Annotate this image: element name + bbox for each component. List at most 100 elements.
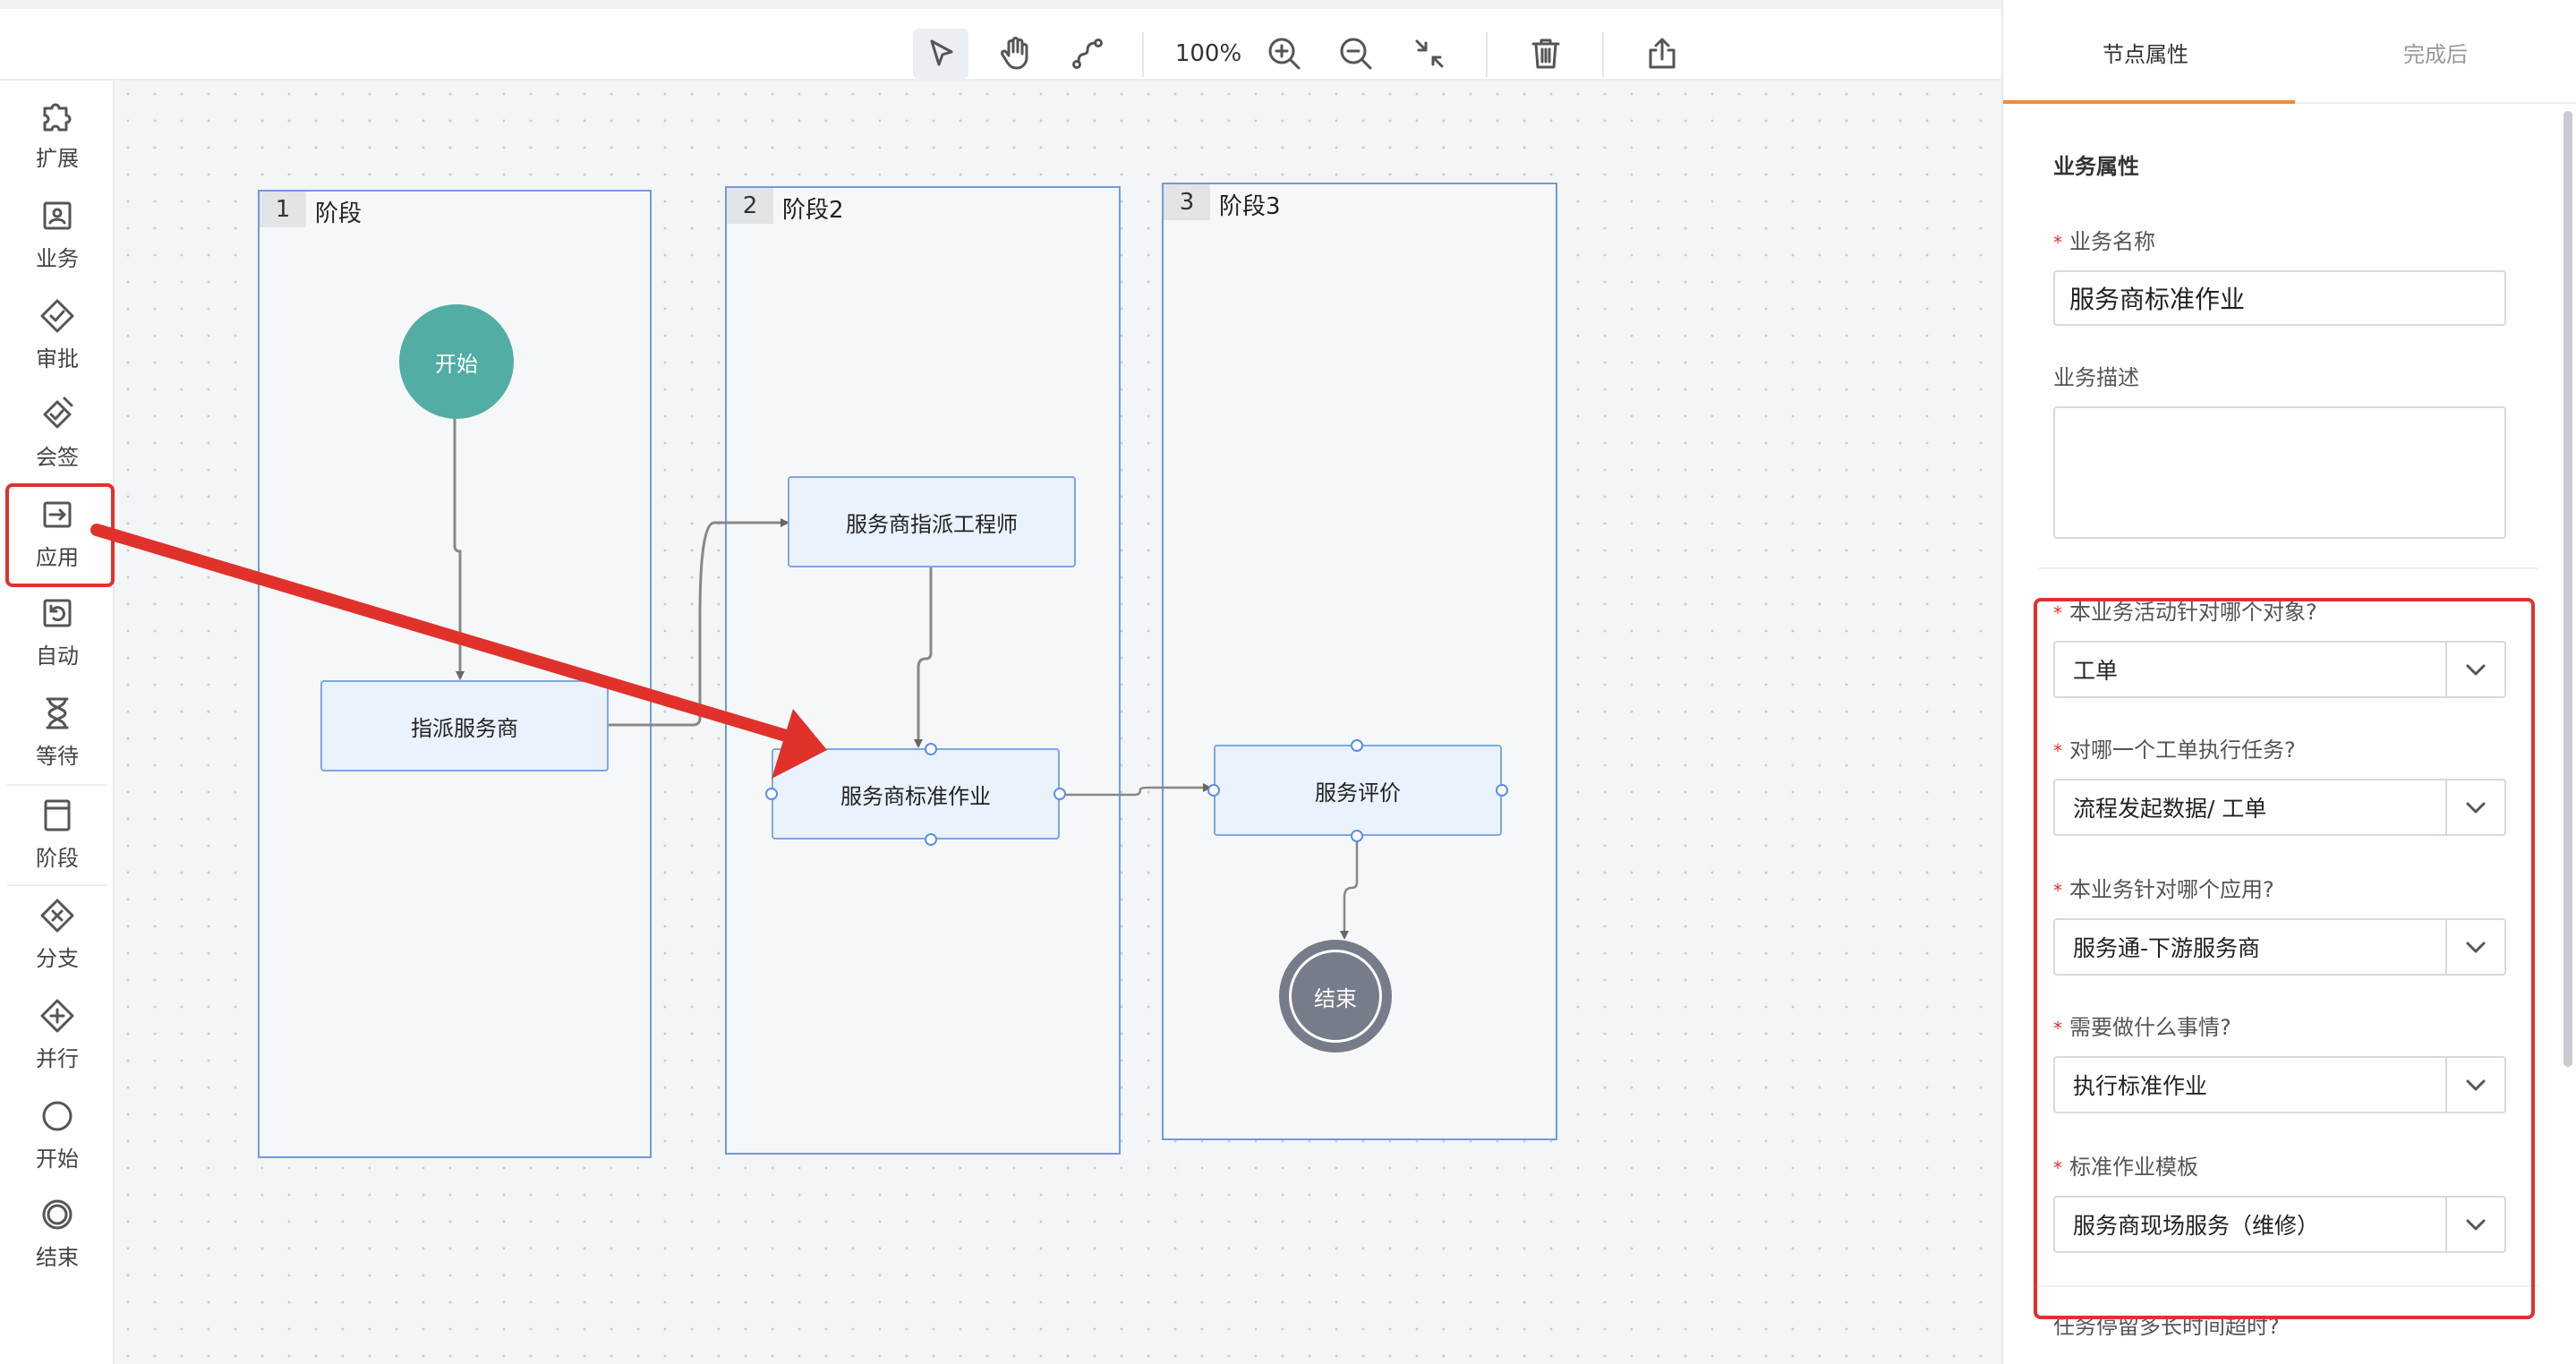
section-divider bbox=[2039, 1285, 2538, 1287]
zoom-in-button[interactable] bbox=[1257, 29, 1312, 79]
palette-item-approval[interactable]: 审批 bbox=[0, 285, 115, 383]
delete-button[interactable] bbox=[1518, 29, 1574, 79]
tab-after-completion[interactable]: 完成后 bbox=[2403, 41, 2468, 67]
connection-handle-bottom[interactable] bbox=[1351, 830, 1363, 842]
connection-handle-right[interactable] bbox=[1496, 784, 1508, 797]
flow-canvas[interactable]: 1 阶段 2 阶段2 3 阶段3 开始 指派服务商 服务商指派工程师 服务商标准… bbox=[115, 81, 2001, 1364]
panel-scrollbar-thumb[interactable] bbox=[2563, 111, 2572, 1067]
palette-label: 扩展 bbox=[36, 145, 79, 171]
palette-item-wait[interactable]: 等待 bbox=[0, 682, 115, 780]
palette-item-countersign[interactable]: 会签 bbox=[0, 383, 115, 482]
connection-handle-top[interactable] bbox=[925, 743, 937, 755]
ticket-select[interactable]: 流程发起数据/ 工单 bbox=[2053, 779, 2506, 836]
select-tool-button[interactable] bbox=[913, 29, 968, 79]
palette-label: 结束 bbox=[36, 1244, 79, 1270]
target-object-select[interactable]: 工单 bbox=[2053, 641, 2506, 698]
diamond-check-icon bbox=[40, 299, 74, 332]
palette-item-stage[interactable]: 阶段 bbox=[0, 784, 115, 882]
top-toolbar: 100% bbox=[0, 0, 2001, 81]
start-event-node[interactable]: 开始 bbox=[399, 304, 514, 419]
palette-item-automatic[interactable]: 自动 bbox=[0, 582, 115, 680]
task-select[interactable]: 执行标准作业 bbox=[2053, 1056, 2506, 1113]
toolbar-divider bbox=[1142, 32, 1144, 77]
lane-title: 阶段3 bbox=[1219, 193, 1281, 220]
end-event-node[interactable]: 结束 bbox=[1279, 940, 1392, 1053]
cursor-arrow-icon bbox=[930, 39, 953, 66]
hourglass-icon bbox=[46, 697, 69, 729]
zoom-out-icon bbox=[1340, 38, 1372, 70]
properties-panel: 节点属性 完成后 业务属性 *业务名称 服务商标准作业 业务描述 *本业务活动针… bbox=[2001, 0, 2576, 1364]
field-label-application: *本业务针对哪个应用? bbox=[2053, 877, 2274, 902]
hand-icon bbox=[1001, 37, 1028, 70]
lane-title: 阶段 bbox=[315, 200, 363, 227]
required-marker: * bbox=[2053, 880, 2062, 901]
task-node-assign-engineer[interactable]: 服务商指派工程师 bbox=[788, 476, 1076, 567]
connection-handle-left[interactable] bbox=[765, 788, 778, 800]
tab-node-properties[interactable]: 节点属性 bbox=[2103, 41, 2188, 67]
palette-label: 会签 bbox=[36, 444, 79, 470]
field-label-task: *需要做什么事情? bbox=[2053, 1015, 2231, 1040]
toolbar-divider bbox=[1602, 32, 1604, 77]
lane-number: 3 bbox=[1164, 184, 1210, 220]
field-label-timeout: 任务停留多长时间超时? bbox=[2053, 1314, 2280, 1339]
palette-item-branch[interactable]: 分支 bbox=[0, 884, 115, 983]
active-tab-indicator bbox=[2003, 100, 2295, 104]
palette-item-start[interactable]: 开始 bbox=[0, 1085, 115, 1183]
connection-handle-bottom[interactable] bbox=[925, 833, 937, 846]
chevron-down-icon bbox=[2466, 942, 2486, 953]
palette-item-business[interactable]: 业务 bbox=[0, 184, 115, 283]
connect-tool-button[interactable] bbox=[1060, 29, 1115, 79]
business-name-input[interactable]: 服务商标准作业 bbox=[2053, 270, 2506, 326]
user-card-icon bbox=[43, 201, 72, 229]
palette-divider bbox=[7, 784, 107, 786]
node-label: 指派服务商 bbox=[411, 715, 518, 741]
connection-handle-top[interactable] bbox=[1351, 739, 1363, 752]
connection-handle-right[interactable] bbox=[1053, 788, 1066, 800]
select-value: 服务通-下游服务商 bbox=[2073, 935, 2261, 961]
shrink-arrows-icon bbox=[1415, 39, 1444, 68]
application-select[interactable]: 服务通-下游服务商 bbox=[2053, 918, 2506, 976]
task-node-service-review[interactable]: 服务评价 bbox=[1214, 745, 1502, 836]
fit-view-button[interactable] bbox=[1402, 29, 1457, 79]
chevron-down-icon bbox=[2466, 664, 2486, 676]
field-label-ticket: *对哪一个工单执行任务? bbox=[2053, 737, 2296, 763]
palette-label: 业务 bbox=[36, 245, 79, 271]
palette-item-end[interactable]: 结束 bbox=[0, 1183, 115, 1282]
puzzle-icon bbox=[43, 103, 72, 131]
chevron-down-icon bbox=[2466, 802, 2486, 814]
export-button[interactable] bbox=[1634, 29, 1690, 79]
palette-item-application[interactable]: 应用 bbox=[0, 483, 115, 582]
stage-icon bbox=[44, 799, 71, 831]
section-title: 业务属性 bbox=[2053, 154, 2139, 179]
diamond-x-icon bbox=[40, 899, 74, 932]
palette-item-extend[interactable]: 扩展 bbox=[0, 84, 115, 183]
node-label: 服务评价 bbox=[1315, 780, 1401, 806]
task-node-standard-work[interactable]: 服务商标准作业 bbox=[772, 748, 1060, 840]
share-upload-icon bbox=[1649, 38, 1676, 69]
select-value: 流程发起数据/ 工单 bbox=[2073, 796, 2267, 822]
lane-number: 1 bbox=[260, 192, 306, 227]
zoom-in-icon bbox=[1268, 38, 1301, 70]
required-marker: * bbox=[2053, 740, 2062, 762]
double-circle-icon bbox=[42, 1199, 73, 1229]
select-value: 执行标准作业 bbox=[2073, 1073, 2208, 1099]
lane-number: 2 bbox=[727, 188, 773, 224]
chevron-down-icon bbox=[2466, 1079, 2486, 1091]
select-value: 工单 bbox=[2073, 658, 2119, 684]
pan-tool-button[interactable] bbox=[986, 29, 1042, 79]
palette-label: 应用 bbox=[36, 544, 79, 570]
palette-item-parallel[interactable]: 并行 bbox=[0, 985, 115, 1083]
task-node-dispatch-provider[interactable]: 指派服务商 bbox=[320, 680, 609, 772]
connection-handle-left[interactable] bbox=[1207, 784, 1220, 797]
auto-cycle-icon bbox=[43, 599, 72, 627]
app-arrow-icon bbox=[43, 501, 72, 527]
zoom-out-button[interactable] bbox=[1328, 29, 1384, 79]
node-label: 服务商指派工程师 bbox=[846, 511, 1018, 537]
field-label-business-desc: 业务描述 bbox=[2053, 365, 2139, 390]
business-desc-textarea[interactable] bbox=[2053, 406, 2506, 539]
zoom-level: 100% bbox=[1174, 40, 1242, 67]
stage-lane-2[interactable]: 2 阶段2 bbox=[725, 186, 1121, 1155]
required-marker: * bbox=[2053, 602, 2062, 624]
template-select[interactable]: 服务商现场服务（维修） bbox=[2053, 1196, 2506, 1253]
palette-label: 阶段 bbox=[36, 845, 79, 871]
